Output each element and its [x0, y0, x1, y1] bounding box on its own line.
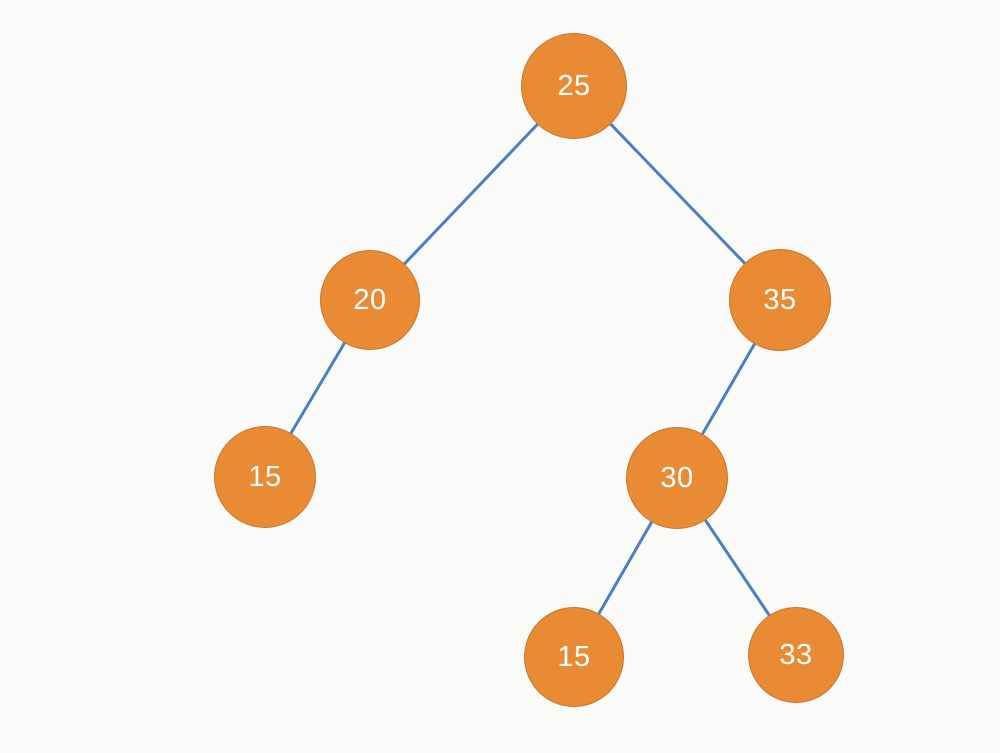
tree-node-label: 33	[779, 638, 813, 671]
tree-node[interactable]: 15	[524, 607, 624, 707]
tree-node[interactable]: 33	[748, 607, 844, 703]
tree-node-label: 35	[763, 283, 797, 316]
tree-node-label: 30	[660, 461, 694, 494]
tree-node[interactable]: 30	[626, 427, 728, 529]
tree-node-label: 15	[248, 460, 282, 493]
tree-node[interactable]: 25	[521, 33, 627, 139]
tree-node[interactable]: 15	[214, 426, 316, 528]
tree-node-label: 20	[353, 283, 387, 316]
tree-node[interactable]: 35	[729, 249, 831, 351]
tree-node-label: 15	[557, 640, 591, 673]
tree-node[interactable]: 20	[320, 250, 420, 350]
tree-node-label: 25	[557, 69, 591, 102]
